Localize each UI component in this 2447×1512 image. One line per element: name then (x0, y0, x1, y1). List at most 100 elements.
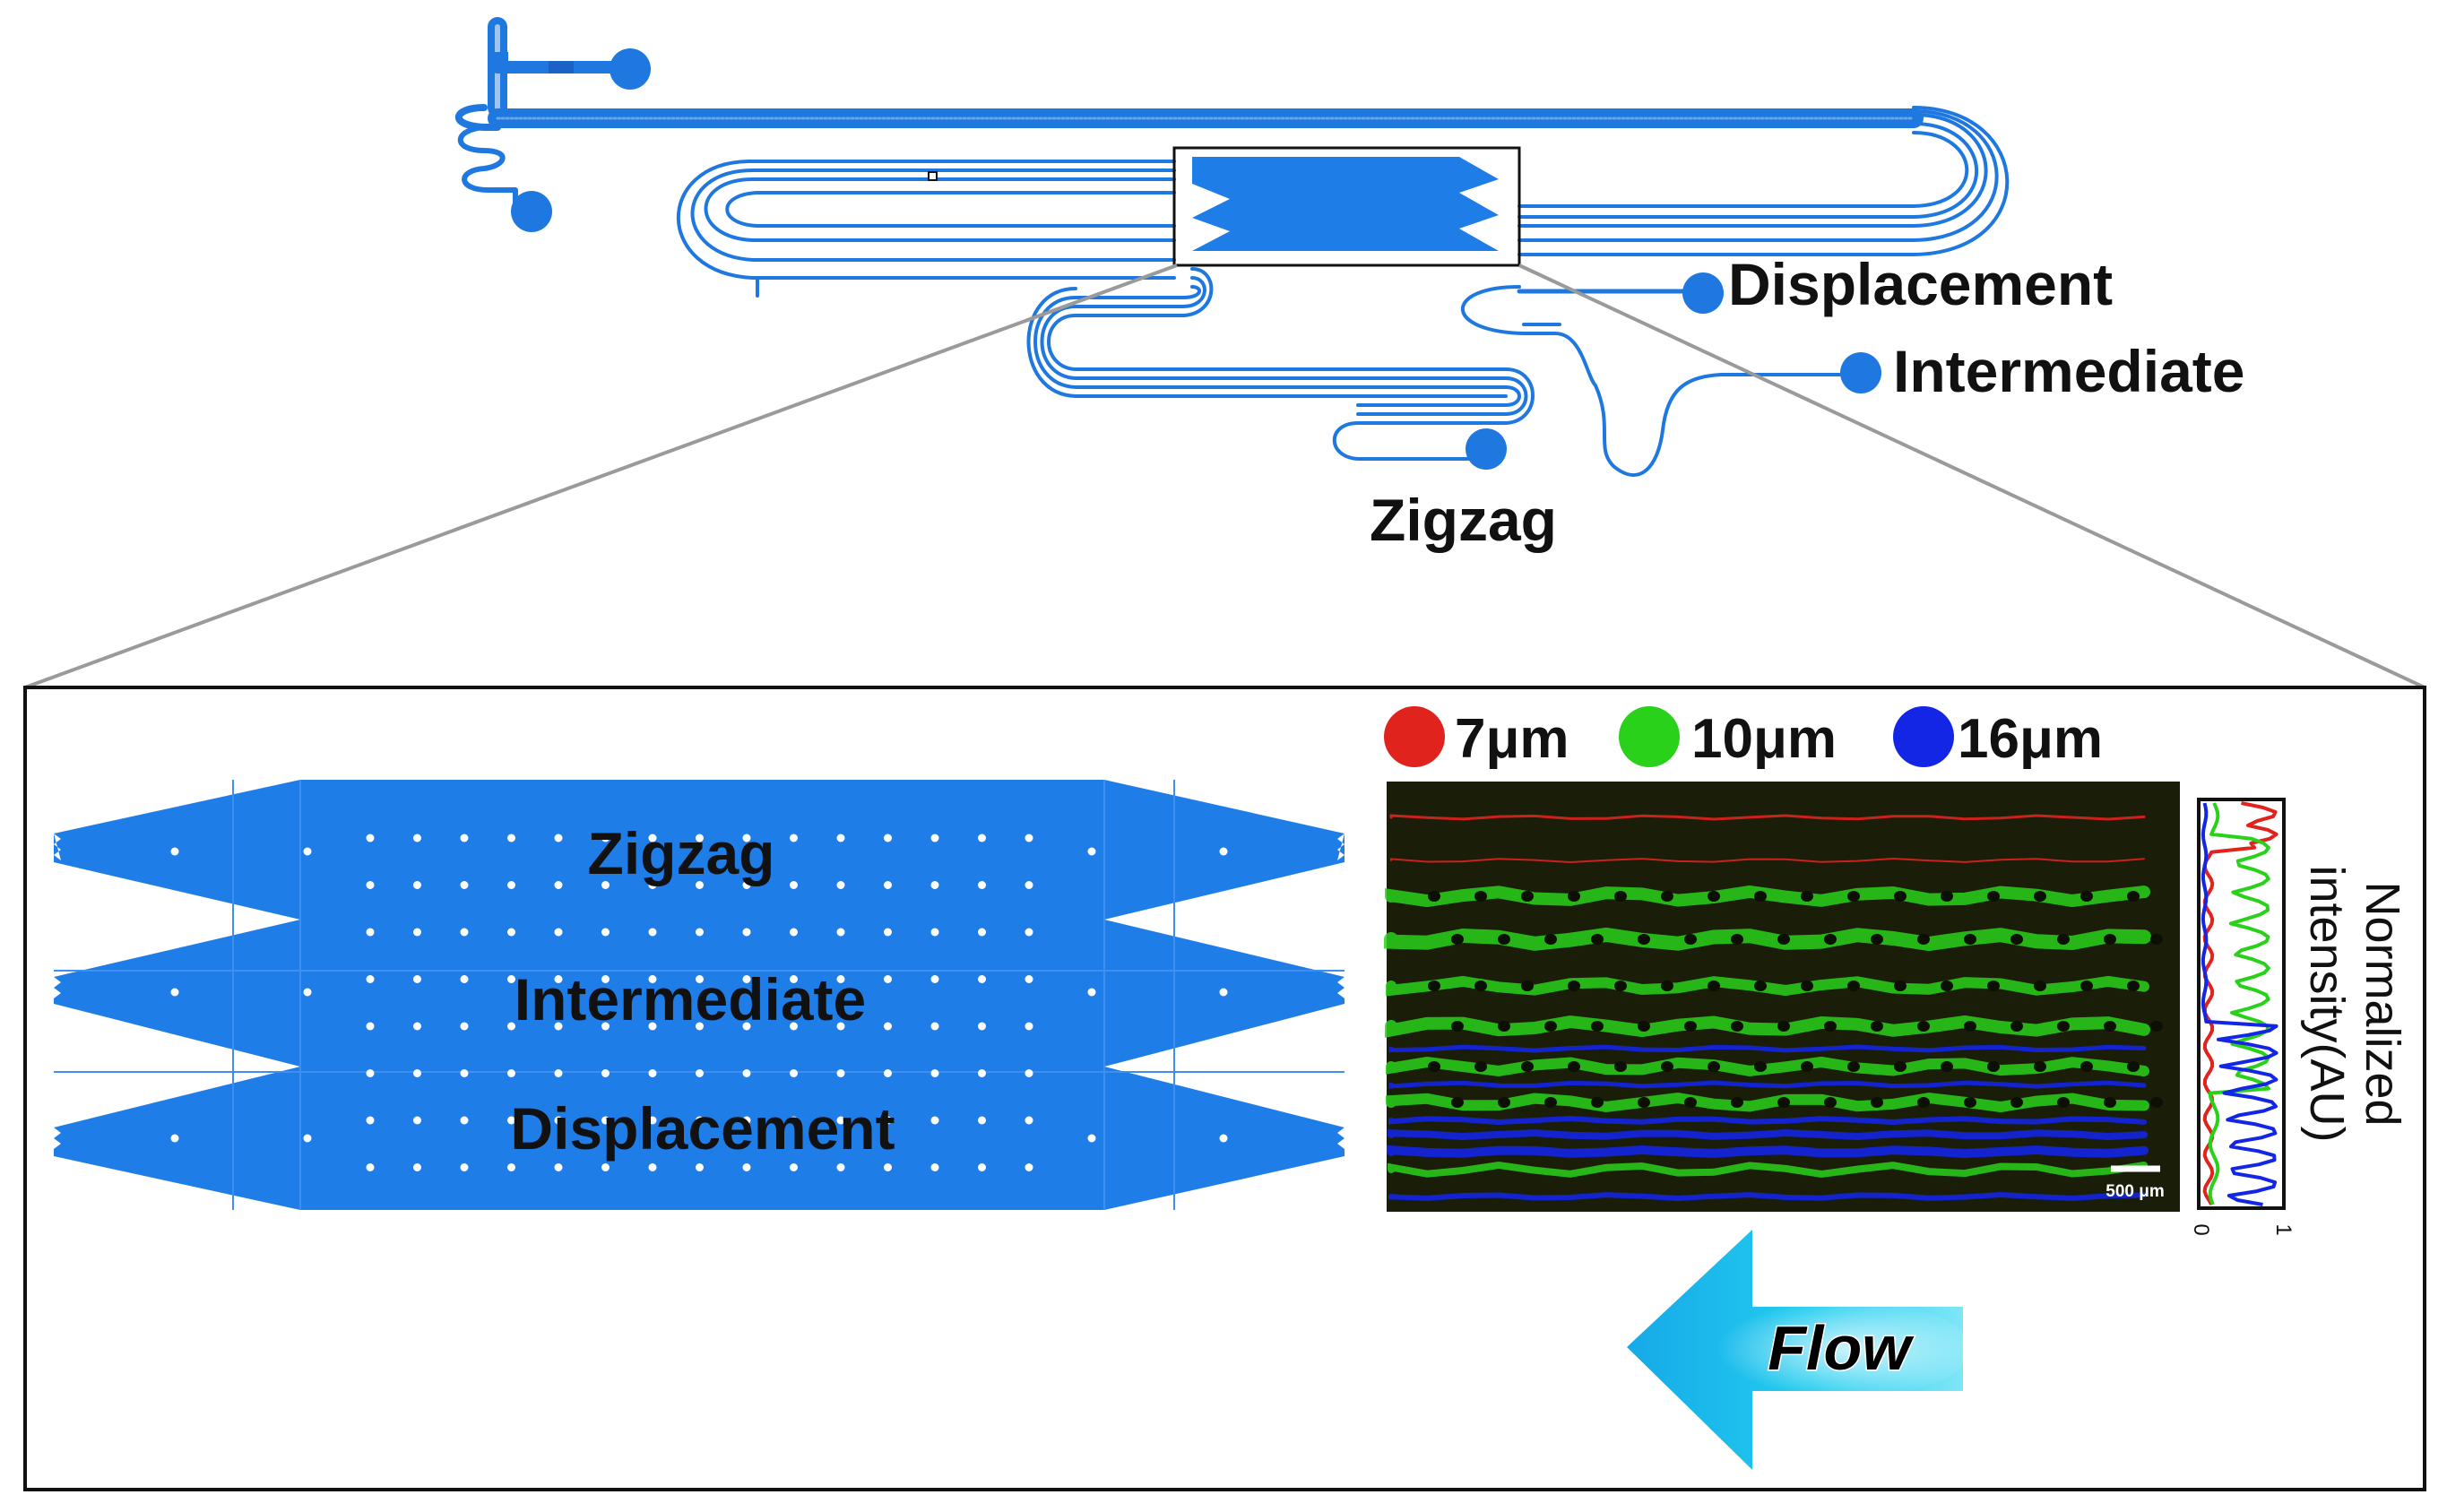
pillar (554, 1116, 563, 1125)
pillar (742, 1022, 751, 1031)
pillar (460, 881, 469, 889)
intensity-trace (2201, 802, 2278, 1206)
particle-stream (1388, 1128, 2148, 1141)
pillar (413, 1022, 421, 1031)
pillar (507, 1069, 515, 1077)
intensity-profile-plot: 0 1 Normalized intensity(AU) (2189, 798, 2409, 1236)
pillar-shadow (1451, 1021, 1464, 1032)
pillar-shadow (1544, 1021, 1557, 1032)
pillar (930, 1022, 939, 1031)
legend-swatch-7um (1384, 706, 1445, 767)
pillar-shadow (1894, 1061, 1907, 1072)
pillar (930, 834, 939, 842)
pillar (413, 834, 421, 842)
pillar (742, 975, 751, 983)
pillar (460, 1069, 469, 1077)
pillar-shadow (1917, 934, 1930, 945)
pillar-shadow (2080, 1061, 2093, 1072)
legend-label-7um: 7μm (1455, 708, 1569, 770)
pillar (1025, 975, 1033, 983)
pillar-shadow (1521, 1061, 1534, 1072)
pillar (930, 1116, 939, 1125)
pillar-shadow (1777, 1097, 1790, 1108)
pillar-shadow (2104, 934, 2116, 945)
pillar (1025, 928, 1033, 937)
pillar-shadow (1871, 934, 1883, 945)
pillar (1025, 1210, 1033, 1219)
detail-frame (23, 686, 2426, 1491)
pillar-shadow (1591, 934, 1604, 945)
legend-label-10um: 10μm (1691, 708, 1837, 770)
pillar-shadow (1871, 1021, 1883, 1032)
pillar (554, 1210, 563, 1219)
pillar (366, 1022, 375, 1031)
pillar-shadow (1614, 891, 1627, 902)
pillar (460, 975, 469, 983)
pillar (884, 1116, 892, 1125)
pillar (460, 1163, 469, 1171)
pillar-shadow (1661, 1061, 1673, 1072)
pillar (930, 975, 939, 983)
pillar (460, 1116, 469, 1125)
particle-stream (1388, 1080, 2147, 1089)
pillar (648, 1069, 657, 1077)
pillar-shadow (1917, 1097, 1930, 1108)
pillar (742, 1163, 751, 1171)
pillar-shadow (2034, 891, 2046, 902)
pillar-shadow (1824, 934, 1837, 945)
outlet-port-intermediate (1840, 352, 1881, 393)
pillar (930, 928, 939, 937)
pillar (366, 881, 375, 889)
pillar (978, 928, 986, 937)
pillar-shadow (1568, 981, 1580, 991)
intensity-trace (2208, 802, 2270, 1205)
pillar (601, 1022, 610, 1031)
pillar (930, 1163, 939, 1171)
pillar (696, 975, 704, 983)
pillar (742, 1116, 751, 1125)
displacement-outlet-channel (1460, 272, 1881, 477)
pillar (1087, 847, 1096, 856)
pillar-shadow (1941, 981, 1953, 991)
pillar-shadow (1987, 981, 2000, 991)
left-serpentine (676, 160, 1176, 298)
pillar-shadow (1708, 1061, 1720, 1072)
pillar-shadow (1754, 981, 1767, 991)
pillar (1087, 1134, 1096, 1143)
pillar (648, 1022, 657, 1031)
pillar (554, 928, 563, 937)
pillar (836, 1022, 845, 1031)
legend-swatch-10um (1619, 706, 1680, 767)
pillar-shadow (2057, 1021, 2070, 1032)
pillar-shadow (1708, 891, 1720, 902)
lower-serpentine (1026, 267, 1535, 470)
pillar-shadow (1754, 891, 1767, 902)
pillar (978, 1163, 986, 1171)
pillar (554, 1069, 563, 1077)
pillar-shadow (1428, 981, 1440, 991)
pillar (601, 834, 610, 842)
pillar (696, 1210, 704, 1219)
particle-stream (1388, 1191, 2147, 1202)
particle-stream (1386, 1056, 2149, 1076)
pillar (601, 881, 610, 889)
particle-stream (1388, 1115, 2147, 1126)
legend-swatch-16um (1893, 706, 1954, 767)
pillar-shadow (2010, 1021, 2023, 1032)
pillar-shadow (1964, 934, 1976, 945)
pillar-shadow (1847, 1061, 1860, 1072)
pillar (366, 834, 375, 842)
pillar (696, 1069, 704, 1077)
pillar-shadow (1591, 1097, 1604, 1108)
pillar (884, 1022, 892, 1031)
pillar (696, 928, 704, 937)
pillar-shadow (1474, 891, 1487, 902)
pillar (742, 1210, 751, 1219)
scale-bar-label: 500 μm (2105, 1182, 2165, 1201)
pillar (648, 928, 657, 937)
pillar-shadow (1498, 1097, 1510, 1108)
pillar-shadow (1801, 981, 1813, 991)
pillar (1219, 988, 1228, 997)
particle-stream (1390, 857, 2145, 864)
pillar (742, 928, 751, 937)
